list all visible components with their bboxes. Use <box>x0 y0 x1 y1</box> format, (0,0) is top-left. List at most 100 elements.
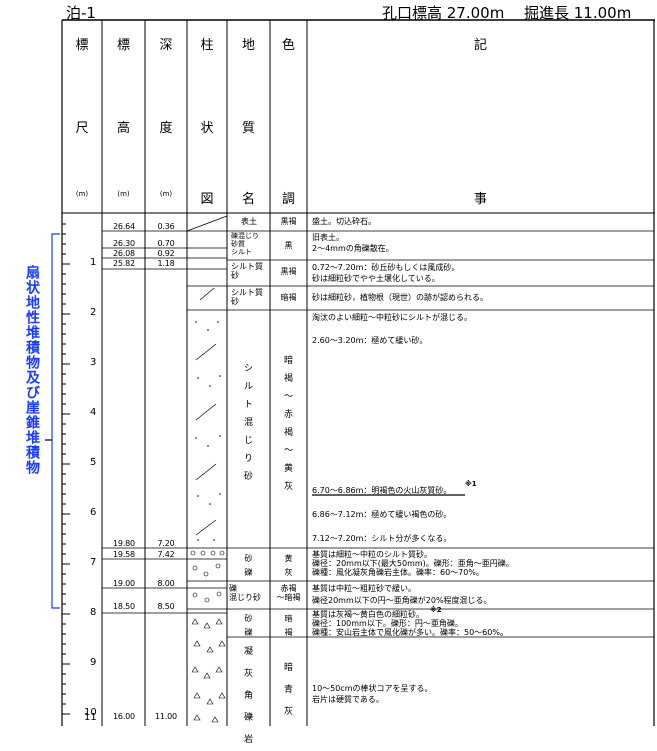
header-desc-1: 記 <box>473 38 487 53</box>
geology-name: 表土 <box>241 217 257 226</box>
elev-value: 19.80 <box>113 539 135 548</box>
scale-number: 2 <box>90 307 97 318</box>
geology-name: 砂礫 <box>244 614 253 637</box>
header-scale-unit: (m) <box>75 190 89 198</box>
header-column-3: 図 <box>200 192 214 207</box>
unit-bracket <box>51 233 60 609</box>
desc-line: 基質は灰褐～黄白色の細粒砂。 <box>312 610 424 619</box>
unit-side-label: 扇状地性堆積物及び崖錐堆積物 <box>24 265 40 475</box>
geology-name: 砂礫 <box>244 554 253 577</box>
color-value: 暗褐 <box>284 614 293 637</box>
header-elev-unit: (m) <box>117 190 130 198</box>
scale-number: 5 <box>90 457 97 468</box>
scale-ticks <box>62 223 70 715</box>
depth-value: 8.50 <box>157 602 175 611</box>
header-depth-unit: (m) <box>159 190 173 198</box>
elev-value: 25.82 <box>113 259 135 268</box>
header-geology-2: 質 <box>241 121 255 136</box>
elev-value: 19.58 <box>113 550 135 559</box>
depth-value: 0.92 <box>157 249 175 258</box>
desc-line: 岩片は硬質である。 <box>312 695 384 704</box>
elev-value: 26.64 <box>113 222 135 231</box>
big-layer-geology: シルト 混じり 砂 <box>243 364 253 482</box>
desc-line: 砂は細粒砂でやや土壌化している。 <box>312 274 440 283</box>
depth-value: 0.70 <box>157 239 175 248</box>
desc-line: 礫径：100mm以下。礫形：円～亜角礫。 <box>312 619 463 628</box>
depth-value: 11.00 <box>155 712 177 721</box>
total-depth-label: 掘進長 11.00m <box>524 4 632 22</box>
desc-line: 基質は中粒～粗粒砂で緩い。 <box>312 584 416 593</box>
big-layer-color: 暗褐～ 赤褐～ 黄灰 <box>283 356 293 492</box>
elev-value: 16.00 <box>113 712 135 721</box>
desc-line: 淘汰のよい細粒～中粒砂にシルトが混じる。 <box>312 313 472 322</box>
geology-name: シルト質砂 <box>231 288 263 306</box>
log-grid <box>45 19 655 726</box>
tuff-breccia-pattern <box>191 618 226 723</box>
desc-line: 6.86～7.12m：極めて緩い褐色の砂。 <box>312 510 452 519</box>
depth-value: 1.18 <box>157 259 175 268</box>
header-geology-3: 名 <box>241 192 255 207</box>
header-column-2: 状 <box>200 121 214 136</box>
elev-value: 26.08 <box>113 249 135 258</box>
color-value: 黒 <box>284 241 293 250</box>
desc-line: 礫径20mm以下の円～亜角礫が20%程度混じる。 <box>312 596 492 605</box>
desc-line: 礫径：20mm以下(最大50mm)。礫形：亜角～亜円礫。 <box>312 559 514 568</box>
desc-line: 0.72～7.20m：砂丘砂もしくは風成砂。 <box>312 263 460 272</box>
header-scale-1: 標 <box>75 38 89 53</box>
scale-number: 10 <box>84 707 97 718</box>
color-value: 暗褐 <box>280 293 297 302</box>
scale-number: 1 <box>90 257 97 268</box>
header-depth-2: 度 <box>159 121 173 136</box>
elev-value: 18.50 <box>113 602 135 611</box>
depth-value: 8.00 <box>157 579 175 588</box>
color-value: 黒褐 <box>280 267 297 276</box>
header-depth-1: 深 <box>159 38 173 53</box>
borehole-id: 泊-1 <box>66 4 96 22</box>
geology-name: 礫混じり砂 <box>229 584 261 602</box>
desc-line: 砂は細粒砂，植物根（現世）の跡が認められる。 <box>312 293 488 302</box>
desc-line: 10～50cmの棒状コアを呈する。 <box>312 684 433 693</box>
depth-value: 7.42 <box>157 550 175 559</box>
column-pattern <box>186 215 228 614</box>
note-mark: ※1 <box>465 480 477 488</box>
depth-value: 7.20 <box>157 539 175 548</box>
scale-number: 8 <box>90 607 97 618</box>
desc-line: 2.60～3.20m：極めて緩い砂。 <box>312 336 428 345</box>
elev-value: 19.00 <box>113 579 135 588</box>
desc-line: 6.70～6.86m：明褐色の火山灰質砂。 <box>312 486 452 495</box>
header-elev-1: 標 <box>116 38 130 53</box>
gravel-circles <box>190 550 225 603</box>
header-color-2: 調 <box>281 192 295 207</box>
color-value: 黒褐 <box>280 217 297 226</box>
geology-name: 礫混じり砂質シルト <box>231 232 259 256</box>
color-value: 黄灰 <box>284 554 293 577</box>
scale-number: 4 <box>90 407 97 418</box>
desc-line: 盛土。切込砕石。 <box>312 217 376 226</box>
desc-line: 2～4mmの角礫散在。 <box>312 244 394 253</box>
color-value: 赤褐～暗褐 <box>276 584 301 602</box>
header-elev-2: 高 <box>116 121 130 136</box>
scale-number: 9 <box>90 657 97 668</box>
tuff-breccia-geology: 凝灰角 礫岩 <box>243 647 253 745</box>
sand-dots <box>195 321 221 541</box>
depth-value: 0.36 <box>157 222 175 231</box>
elev-value: 26.30 <box>113 239 135 248</box>
desc-line: 礫種：安山岩主体で風化礫が多い。礫率：50～60%。 <box>312 628 508 637</box>
elevation-label: 孔口標高 27.00m <box>382 4 505 22</box>
note-mark: ※2 <box>430 606 442 614</box>
tuff-breccia-color: 暗青灰 <box>283 663 293 717</box>
scale-number: 3 <box>90 357 97 368</box>
desc-line: 基質は細粒～中粒のシルト質砂。 <box>312 550 432 559</box>
header-desc-2: 事 <box>473 192 487 207</box>
scale-number: 7 <box>90 557 97 568</box>
geology-name: シルト質砂 <box>231 262 263 280</box>
scale-number: 6 <box>90 507 97 518</box>
header-scale-2: 尺 <box>75 121 89 136</box>
header-color-1: 色 <box>281 38 295 53</box>
desc-line: 旧表土。 <box>312 233 344 242</box>
header-geology-1: 地 <box>241 38 255 53</box>
header-column-1: 柱 <box>200 38 214 53</box>
desc-line: 7.12～7.20m：シルト分が多くなる。 <box>312 534 452 543</box>
scale-number: 11 <box>84 712 97 723</box>
desc-line: 礫種：風化凝灰角礫岩主体。礫率：60～70%。 <box>312 568 484 577</box>
